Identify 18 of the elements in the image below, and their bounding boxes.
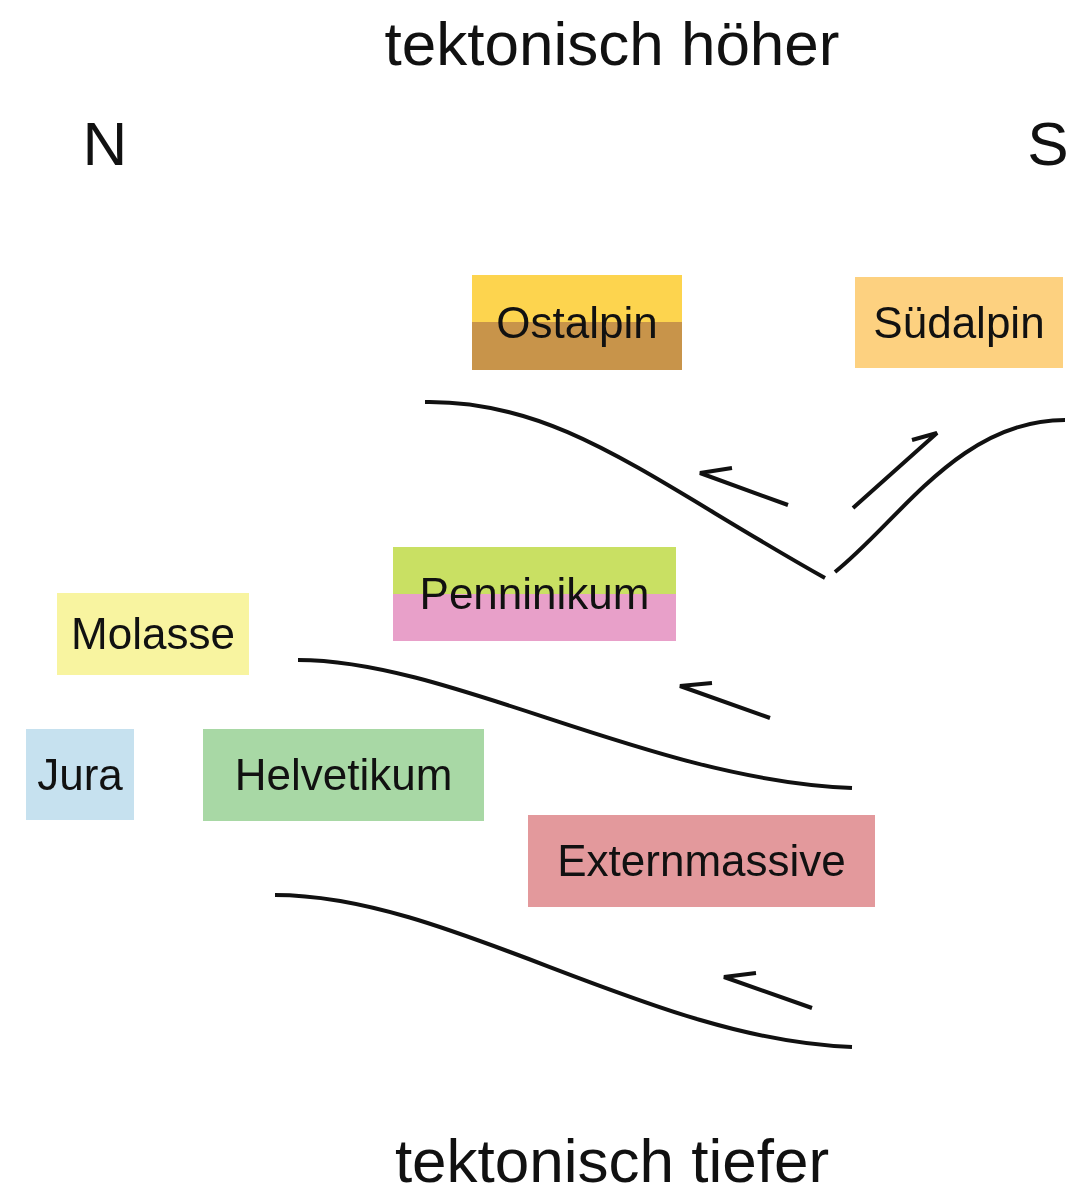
unit-name: Südalpin — [873, 297, 1045, 348]
direction-label: N — [82, 108, 128, 179]
unit-name: Penninikum — [419, 569, 650, 619]
unit-box — [855, 277, 1063, 368]
level-label: tektonisch höher — [384, 8, 840, 79]
unit-name: Molasse — [71, 609, 235, 659]
unit-box — [203, 729, 484, 821]
level-label: tektonisch tiefer — [394, 1125, 830, 1194]
direction-label: S — [1027, 108, 1069, 179]
unit-box — [528, 815, 875, 907]
unit-box — [57, 593, 249, 675]
unit-box — [472, 275, 682, 370]
unit-name: Jura — [37, 749, 123, 800]
unit-name: Ostalpin — [496, 297, 658, 348]
unit-name: Externmassive — [557, 836, 846, 886]
unit-box — [26, 729, 134, 820]
unit-name: Helvetikum — [234, 750, 453, 800]
unit-box — [393, 547, 676, 641]
